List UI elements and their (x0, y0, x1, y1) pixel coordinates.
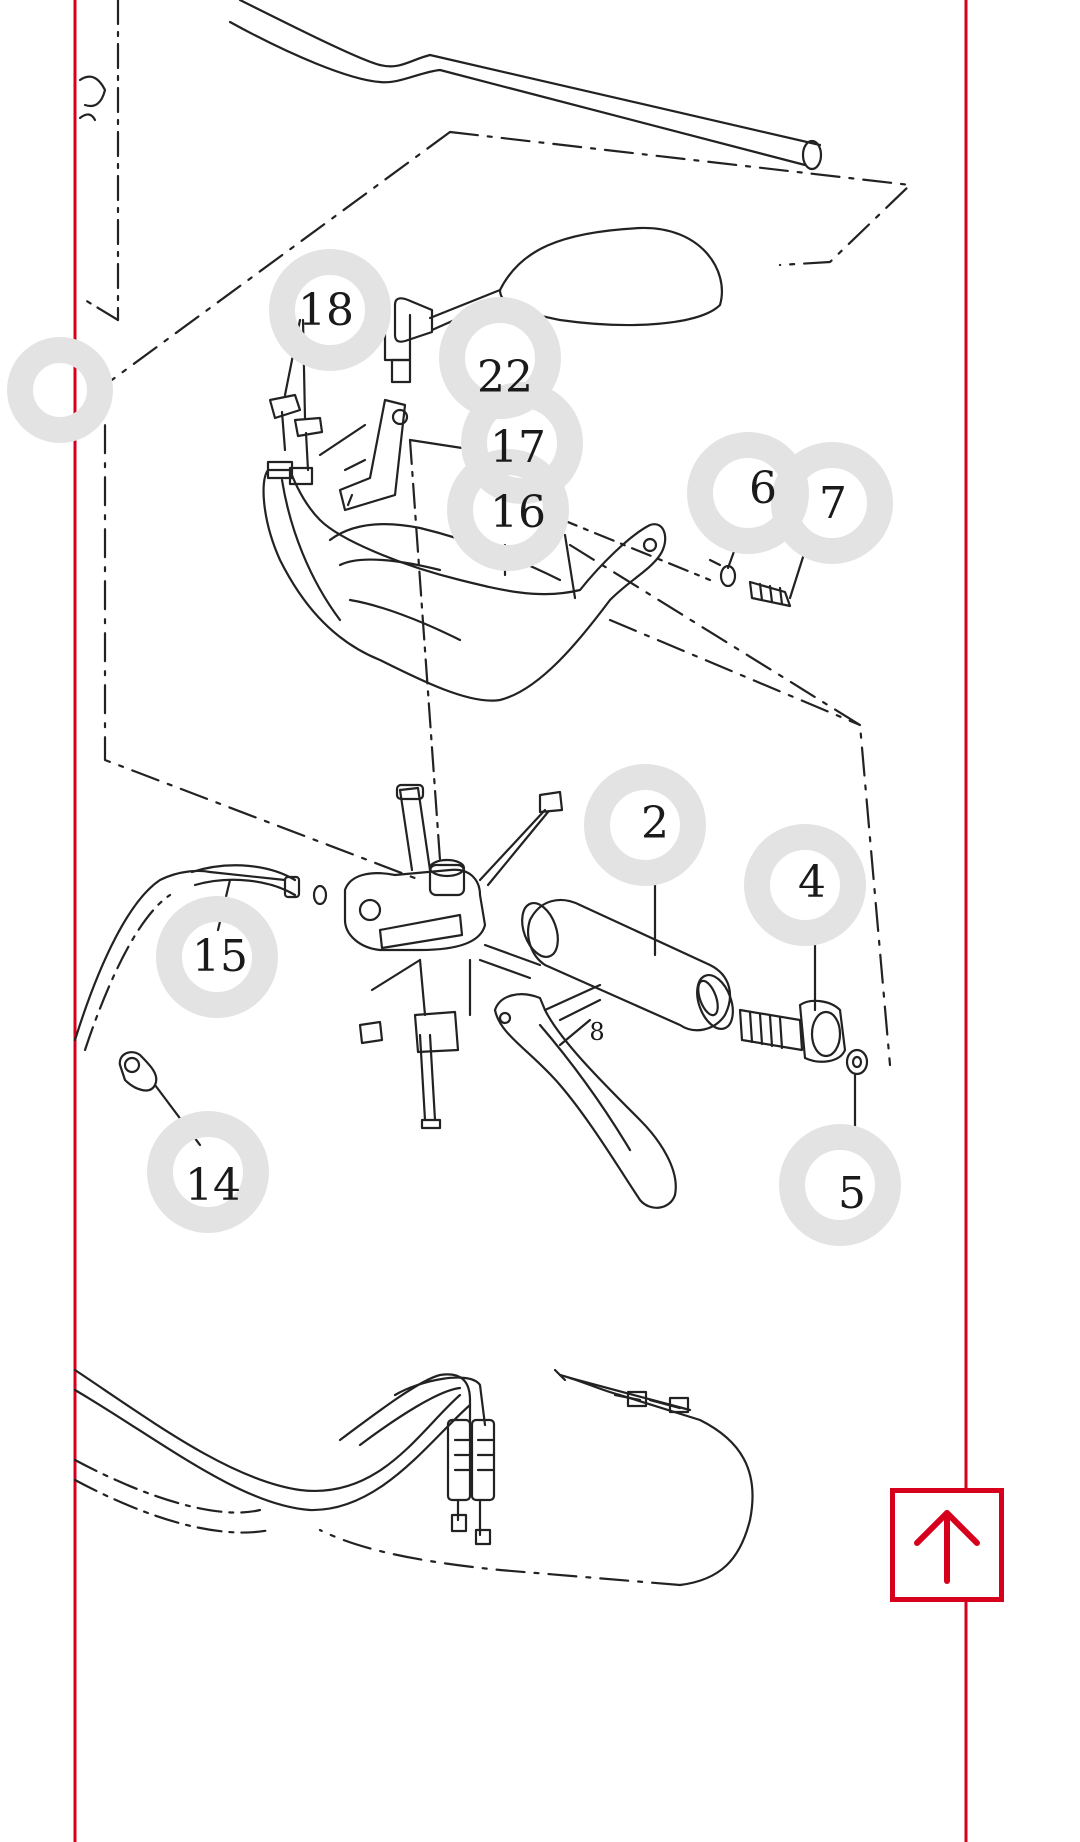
callout-ring-17 (461, 382, 583, 504)
callout-ring-16 (447, 449, 569, 571)
callout-2: 2 (641, 798, 669, 849)
callout-ring-5 (779, 1124, 901, 1246)
scroll-to-top-button[interactable] (890, 1488, 1004, 1602)
callout-6: 6 (749, 463, 777, 514)
callout-ring-18 (269, 249, 391, 371)
callout-16: 16 (490, 487, 546, 538)
callout-ring-partial (7, 337, 113, 443)
callout-7: 7 (819, 478, 847, 529)
callout-14: 14 (185, 1160, 241, 1211)
callout-ring-7 (771, 442, 893, 564)
callout-ring-2 (584, 764, 706, 886)
line-art (73, 0, 912, 1587)
callout-4: 4 (798, 857, 826, 908)
arrow-up-icon (914, 1510, 980, 1584)
callout-15: 15 (192, 931, 248, 982)
callout-17: 17 (490, 422, 546, 473)
callout-18: 18 (298, 285, 354, 336)
callout-8-small: 8 (589, 1018, 604, 1046)
callout-ring-15 (156, 896, 278, 1018)
callout-22: 22 (477, 352, 533, 403)
callout-rings (7, 249, 901, 1246)
callout-ring-4 (744, 824, 866, 946)
callout-ring-14 (147, 1111, 269, 1233)
callout-labels: 18 22 17 16 6 7 2 4 15 14 5 8 (185, 285, 866, 1219)
callout-5: 5 (838, 1168, 866, 1219)
